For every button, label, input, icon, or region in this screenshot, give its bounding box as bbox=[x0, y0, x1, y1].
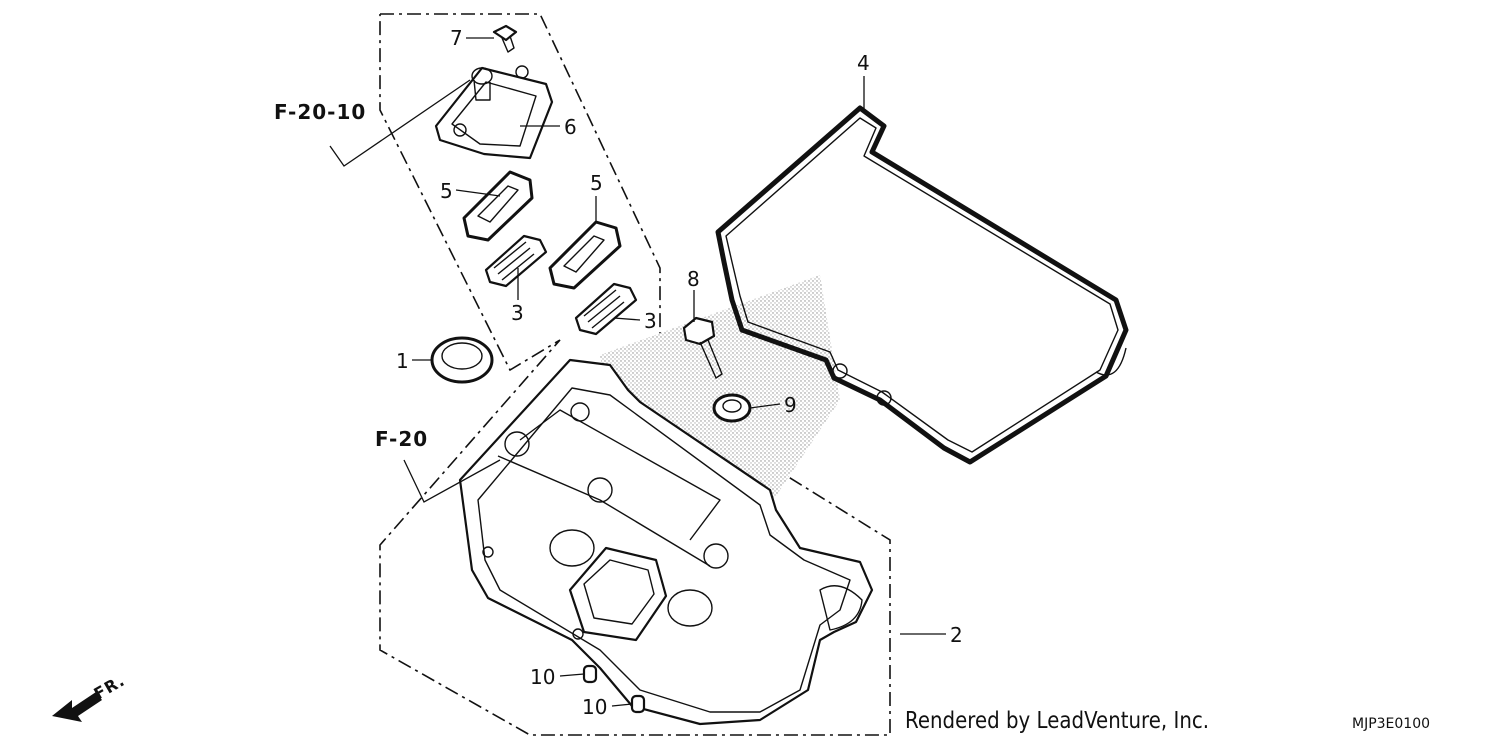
callout-8: 8 bbox=[687, 267, 700, 291]
callout-10-upper: 10 bbox=[530, 665, 555, 689]
callout-3-left: 3 bbox=[511, 301, 524, 325]
reed-plate-part-5-right[interactable] bbox=[548, 220, 622, 290]
front-arrow-icon bbox=[52, 692, 102, 722]
upper-assembly-boundary bbox=[379, 13, 891, 736]
front-label: FR. bbox=[91, 671, 129, 704]
seal-part-1[interactable] bbox=[430, 336, 494, 384]
washer-part-9[interactable] bbox=[712, 393, 752, 423]
render-credit: Rendered by LeadVenture, Inc. bbox=[905, 708, 1210, 734]
gasket-part-4[interactable] bbox=[715, 105, 1129, 465]
callout-7: 7 bbox=[450, 26, 463, 50]
grommet-part-10-lower[interactable] bbox=[630, 694, 646, 714]
callout-9: 9 bbox=[784, 393, 797, 417]
callout-4: 4 bbox=[857, 51, 870, 75]
reed-valve-part-3-left[interactable] bbox=[484, 234, 548, 288]
head-cover-part-2[interactable] bbox=[458, 358, 874, 726]
front-direction-indicator: FR. bbox=[52, 671, 128, 722]
bolt-part-8[interactable] bbox=[682, 316, 723, 379]
callout-3-right: 3 bbox=[644, 309, 657, 333]
diagram-code: MJP3E0100 bbox=[1352, 716, 1431, 732]
callout-10-lower: 10 bbox=[582, 695, 607, 719]
ref-f-20-10[interactable]: F-20-10 bbox=[274, 100, 366, 124]
bolt-part-7[interactable] bbox=[492, 24, 518, 53]
reed-plate-part-5-left[interactable] bbox=[462, 170, 534, 242]
callout-2: 2 bbox=[950, 623, 963, 647]
callout-1: 1 bbox=[396, 349, 409, 373]
callout-5-right: 5 bbox=[590, 171, 603, 195]
callout-5-left: 5 bbox=[440, 179, 453, 203]
breather-cover-part-6[interactable] bbox=[434, 65, 554, 160]
leader-lines bbox=[329, 37, 946, 707]
ref-f-20[interactable]: F-20 bbox=[375, 427, 428, 451]
reed-valve-part-3-right[interactable] bbox=[574, 282, 638, 336]
callout-6: 6 bbox=[564, 115, 577, 139]
grommet-part-10-upper[interactable] bbox=[582, 664, 598, 684]
